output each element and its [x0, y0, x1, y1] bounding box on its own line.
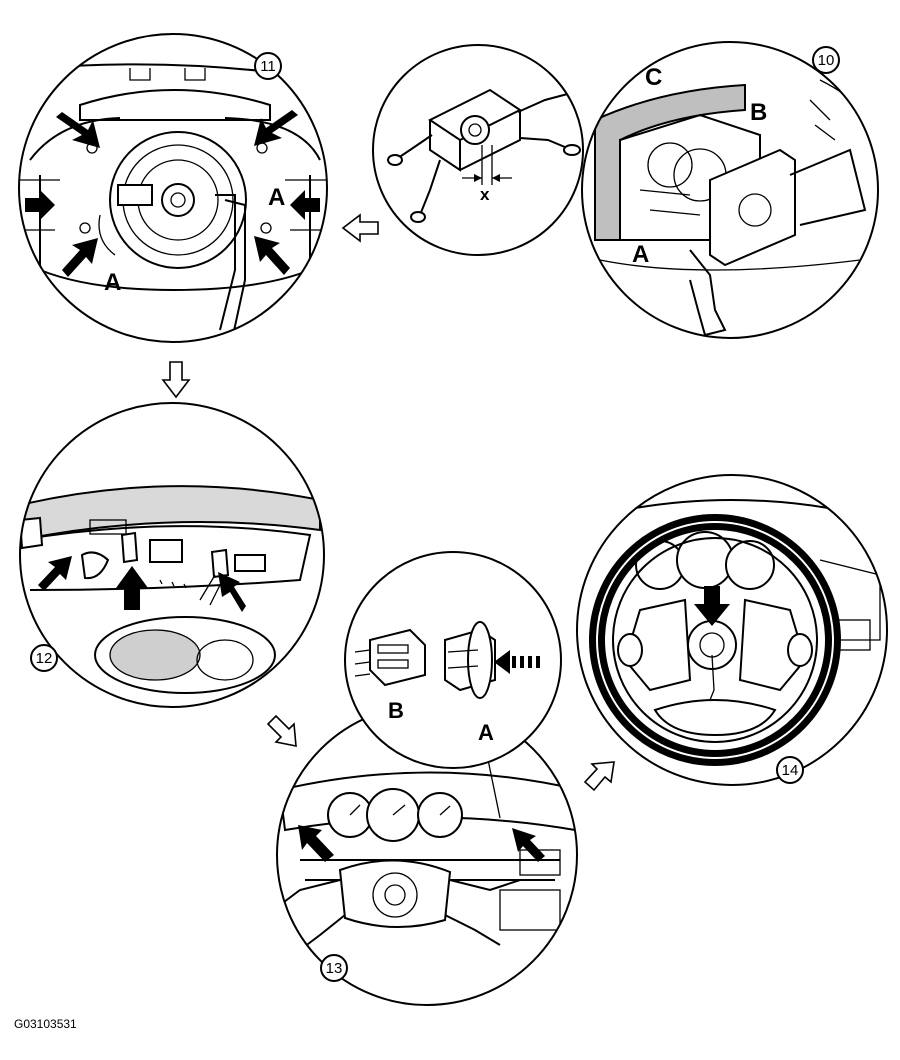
step-number-12: 12 — [36, 650, 53, 667]
label-b: B — [750, 99, 767, 126]
push-arrow-icon — [116, 566, 148, 610]
panel-12-connector-release: 12 — [19, 402, 325, 708]
label-a-left: A — [104, 269, 121, 296]
label-a-right: A — [268, 184, 285, 211]
detail-switch-gap: x — [372, 44, 584, 256]
push-arrow-icon — [254, 110, 298, 146]
detail-clip-a-b: B A — [344, 551, 562, 769]
push-arrow-icon — [38, 556, 72, 591]
push-arrow-icon — [56, 112, 100, 148]
push-arrow-icon — [218, 572, 246, 612]
panel-10-switch-removal: C B A 10 — [581, 41, 879, 339]
push-arrow-icon — [254, 236, 290, 275]
step-badge-10 — [812, 46, 840, 74]
label-c: C — [645, 64, 662, 91]
label-b-detail: B — [388, 698, 404, 723]
figure-reference-code: G03103531 — [14, 1017, 77, 1031]
step-badge-11 — [254, 52, 282, 80]
dimension-x-label: x — [480, 185, 490, 204]
push-arrow-icon — [512, 828, 545, 862]
step-badge-13 — [320, 954, 348, 982]
step-number-13: 13 — [326, 960, 343, 977]
step-number-10: 10 — [818, 52, 835, 69]
push-arrow-icon — [694, 586, 730, 626]
push-arrow-icon — [298, 825, 334, 862]
step-number-11: 11 — [260, 58, 276, 75]
flow-arrow-left-icon — [341, 213, 379, 243]
panel-14-steering-wheel: 14 — [576, 474, 888, 786]
step-number-14: 14 — [782, 762, 799, 779]
label-a-detail: A — [478, 720, 494, 745]
step-badge-12 — [30, 644, 58, 672]
step-badge-14 — [776, 756, 804, 784]
push-arrow-icon — [62, 238, 98, 277]
label-a: A — [632, 241, 649, 268]
flow-arrow-diagonal-icon — [583, 761, 615, 792]
push-arrow-icon — [290, 190, 320, 220]
flow-arrow-down-icon — [161, 361, 191, 399]
dashed-push-arrow-icon — [494, 650, 540, 674]
panel-11-clockspring-removal: A A 11 — [18, 33, 328, 343]
push-arrow-icon — [25, 190, 55, 220]
flow-arrow-diagonal-icon — [266, 714, 297, 747]
